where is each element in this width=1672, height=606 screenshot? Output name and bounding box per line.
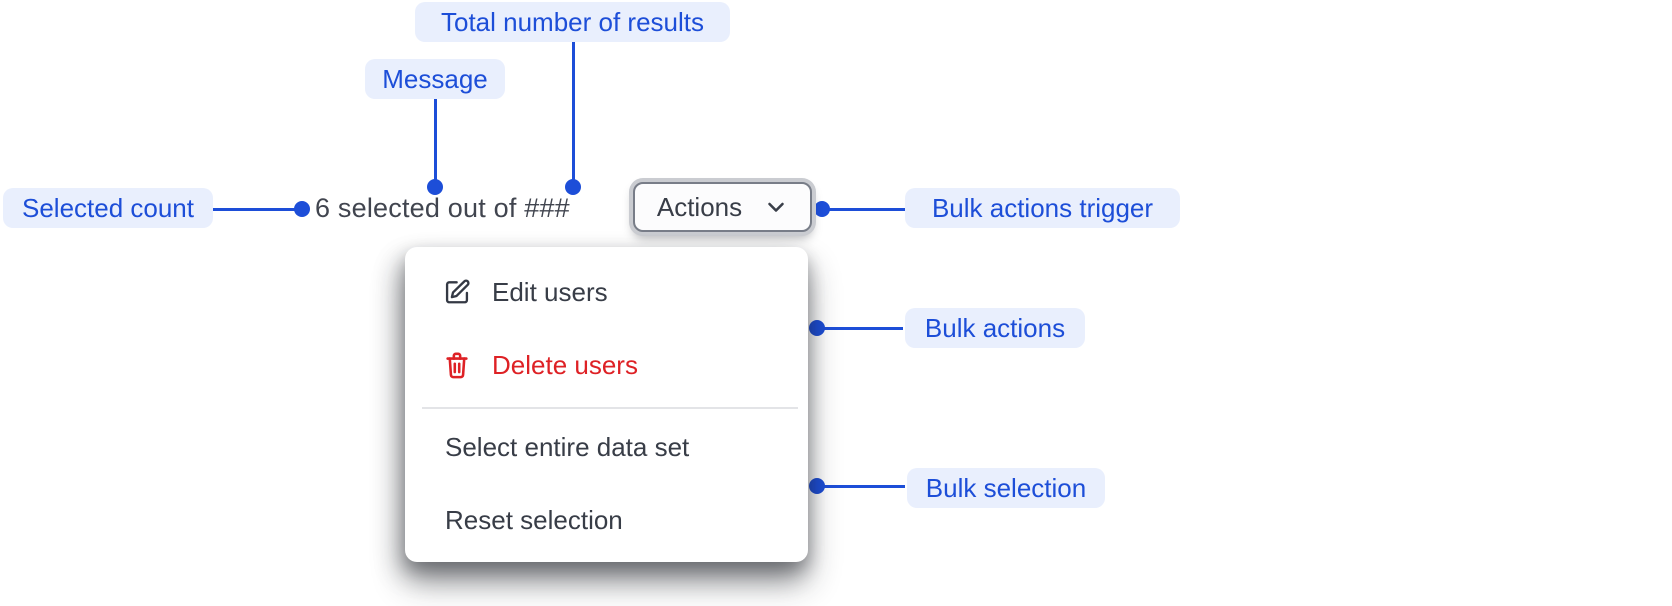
annotation-total-results: Total number of results — [415, 2, 730, 42]
annotation-selected-count: Selected count — [3, 188, 213, 228]
chevron-down-icon — [764, 195, 788, 219]
bulk-actions-trigger-label: Actions — [656, 191, 743, 222]
connector-bulk-actions-trigger-line — [828, 208, 905, 211]
menu-item-label: Reset selection — [445, 504, 623, 535]
connector-bulk-actions-trigger-dot — [814, 201, 830, 217]
annotation-bulk-actions: Bulk actions — [905, 308, 1085, 348]
selection-message: 6 selected out of ### — [315, 193, 570, 223]
trash-icon — [443, 349, 471, 381]
bulk-actions-trigger-button[interactable]: Actions — [633, 182, 812, 232]
connector-bulk-actions-dot — [809, 320, 825, 336]
menu-item-edit-users[interactable]: Edit users — [405, 259, 808, 325]
bulk-actions-menu: Edit users Delete users Select entire da… — [405, 247, 808, 562]
connector-message-line — [434, 99, 437, 180]
menu-item-label: Delete users — [492, 349, 638, 380]
connector-bulk-actions-line — [823, 327, 903, 330]
edit-icon — [443, 278, 471, 306]
menu-item-delete-users[interactable]: Delete users — [405, 332, 808, 398]
connector-total-results-dot — [565, 179, 581, 195]
connector-total-results-line — [572, 42, 575, 180]
menu-item-label: Select entire data set — [445, 431, 690, 462]
menu-item-label: Edit users — [492, 276, 608, 307]
menu-divider — [422, 407, 798, 409]
connector-bulk-selection-dot — [809, 478, 825, 494]
connector-message-dot — [427, 179, 443, 195]
menu-item-reset-selection[interactable]: Reset selection — [405, 487, 808, 553]
annotation-message: Message — [365, 59, 505, 99]
connector-selected-count-line — [213, 208, 295, 211]
connector-selected-count-dot — [294, 201, 310, 217]
connector-bulk-selection-line — [823, 485, 905, 488]
menu-item-select-entire-data-set[interactable]: Select entire data set — [405, 414, 808, 480]
annotation-bulk-selection: Bulk selection — [907, 468, 1105, 508]
annotation-bulk-actions-trigger: Bulk actions trigger — [905, 188, 1180, 228]
